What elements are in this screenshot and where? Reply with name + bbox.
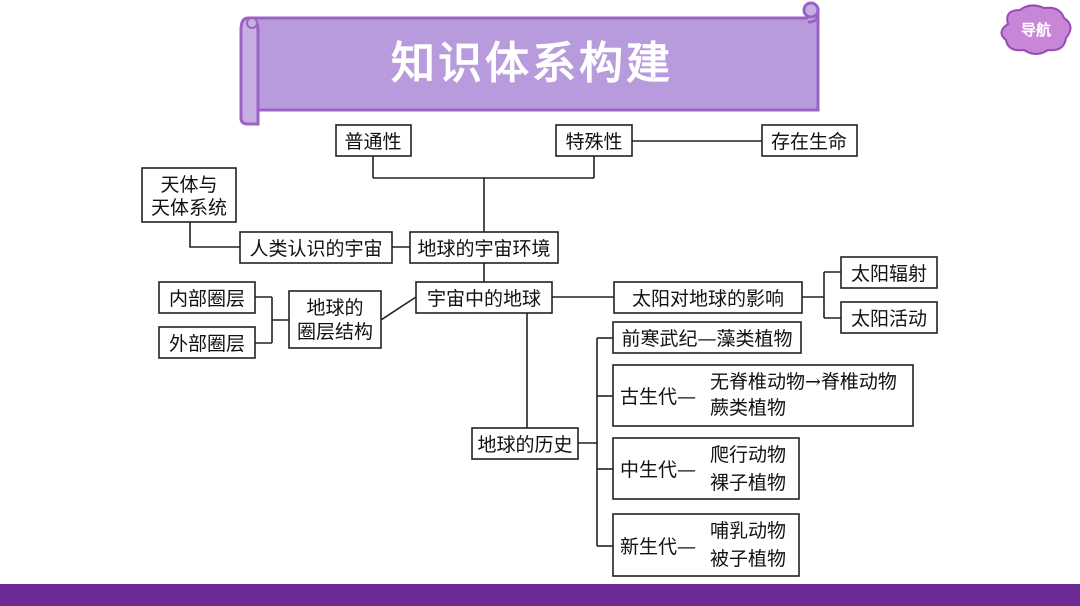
node-life-label: 存在生命 <box>771 131 847 153</box>
node-cenozoic-item2: 被子植物 <box>710 548 786 570</box>
node-inner-layers-label: 内部圈层 <box>169 288 245 310</box>
node-solar-activity-label: 太阳活动 <box>851 308 927 330</box>
node-earth-env-label: 地球的宇宙环境 <box>417 238 550 260</box>
node-layer-structure: 地球的 圈层结构 <box>288 290 382 349</box>
nav-cloud-shape <box>1000 4 1072 55</box>
node-earth-in-universe-label: 宇宙中的地球 <box>427 288 541 310</box>
node-outer-layers: 外部圈层 <box>158 326 256 359</box>
node-earth-history: 地球的历史 <box>471 427 579 460</box>
scroll-left-roll <box>239 16 260 126</box>
node-human-universe-label: 人类认识的宇宙 <box>249 238 382 260</box>
node-mesozoic-item1: 爬行动物 <box>710 444 786 466</box>
node-cenozoic: 新生代— 哺乳动物 被子植物 <box>612 513 800 577</box>
node-sun-influence-label: 太阳对地球的影响 <box>632 288 784 310</box>
node-solar-radiation: 太阳辐射 <box>840 256 938 289</box>
node-mesozoic: 中生代— 爬行动物 裸子植物 <box>612 437 800 500</box>
scroll-curl-knob-left <box>246 17 258 29</box>
node-cenozoic-item1: 哺乳动物 <box>710 520 786 542</box>
nav-button[interactable]: 导航 <box>1000 4 1072 55</box>
title-banner: 知识体系构建 <box>239 1 820 126</box>
node-paleozoic-item1: 无脊椎动物→脊椎动物 <box>710 371 897 393</box>
node-celestial-line2: 天体系统 <box>151 197 227 219</box>
node-human-universe: 人类认识的宇宙 <box>239 231 393 264</box>
node-mesozoic-era: 中生代— <box>620 459 696 481</box>
node-universality-label: 普通性 <box>344 131 401 153</box>
nav-label: 导航 <box>1021 21 1051 39</box>
node-celestial-line1: 天体与 <box>160 174 217 196</box>
footer-bar <box>0 584 1080 606</box>
node-earth-in-universe: 宇宙中的地球 <box>415 281 553 314</box>
scroll-curl-knob <box>802 1 820 19</box>
node-precambrian-label: 前寒武纪—藻类植物 <box>621 328 792 350</box>
node-inner-layers: 内部圈层 <box>158 281 256 314</box>
node-solar-radiation-label: 太阳辐射 <box>851 263 927 285</box>
node-universality: 普通性 <box>335 124 412 157</box>
node-paleozoic: 古生代— 无脊椎动物→脊椎动物 蕨类植物 <box>612 364 914 427</box>
node-earth-env: 地球的宇宙环境 <box>409 231 559 264</box>
node-specialty-label: 特殊性 <box>565 131 622 153</box>
node-celestial: 天体与 天体系统 <box>141 167 237 223</box>
node-paleozoic-item2: 蕨类植物 <box>710 397 786 419</box>
node-layer-structure-line1: 地球的 <box>306 297 363 319</box>
node-paleozoic-era: 古生代— <box>620 386 696 408</box>
connectors <box>189 140 841 570</box>
node-specialty: 特殊性 <box>555 124 633 157</box>
node-earth-history-label: 地球的历史 <box>477 434 572 456</box>
page-title: 知识体系构建 <box>391 38 673 89</box>
node-outer-layers-label: 外部圈层 <box>169 333 245 355</box>
node-mesozoic-item2: 裸子植物 <box>710 472 786 494</box>
node-life: 存在生命 <box>761 124 858 157</box>
node-precambrian: 前寒武纪—藻类植物 <box>612 321 802 354</box>
node-layer-structure-line2: 圈层结构 <box>297 321 373 343</box>
node-cenozoic-era: 新生代— <box>620 536 696 558</box>
node-solar-activity: 太阳活动 <box>840 301 938 334</box>
node-sun-influence: 太阳对地球的影响 <box>613 281 803 314</box>
